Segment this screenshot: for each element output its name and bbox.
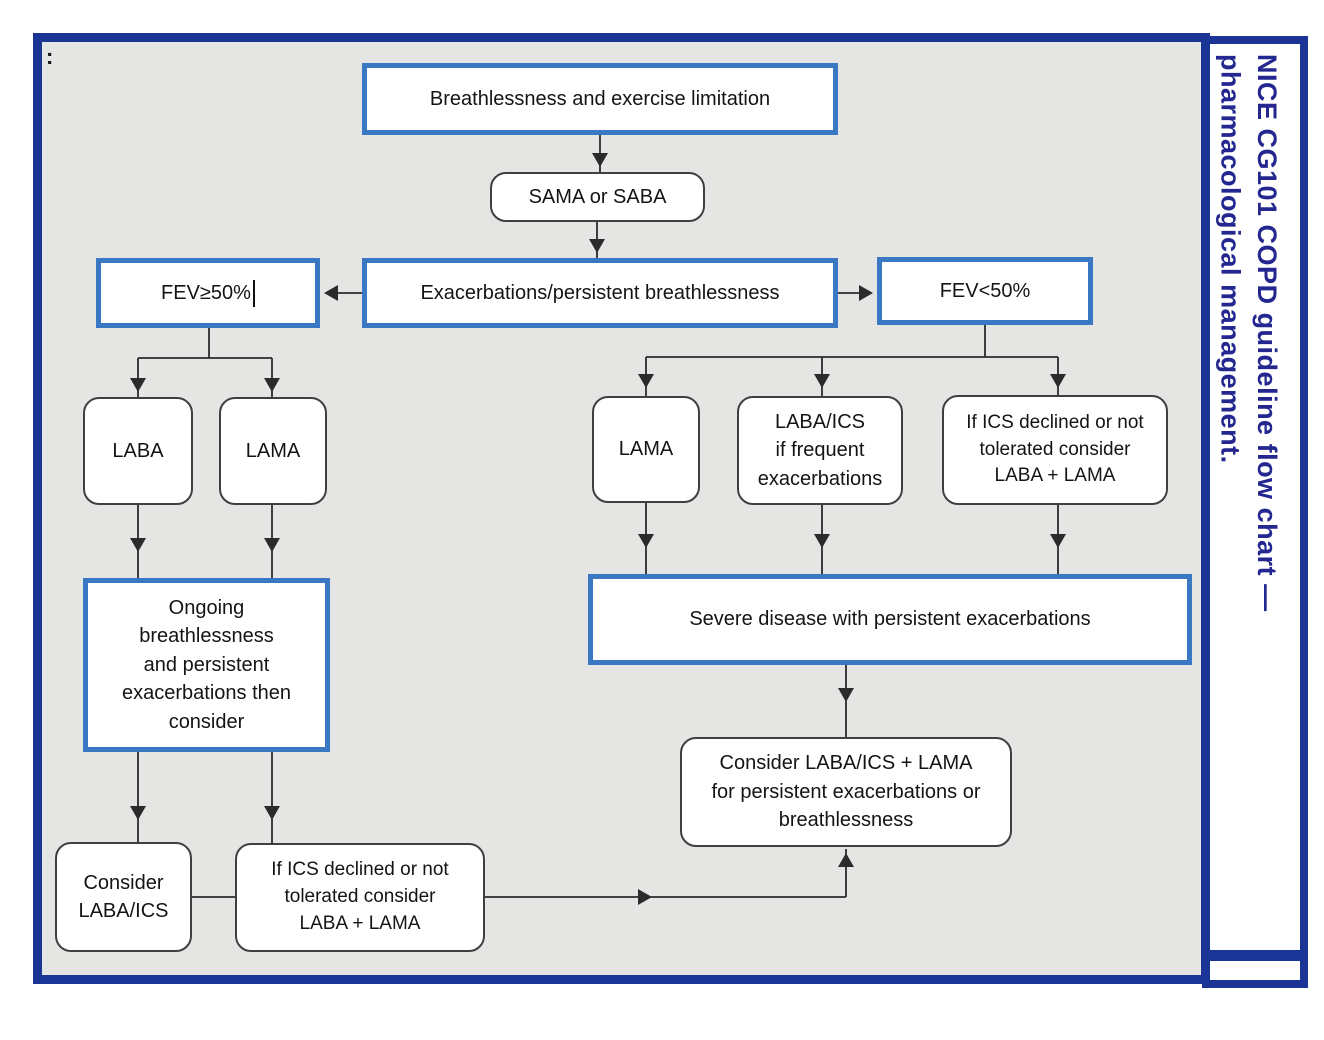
node-exacerbations: Exacerbations/persistent breathlessness — [362, 258, 838, 328]
node-ongoing: Ongoing breathlessness and persistent ex… — [83, 578, 330, 752]
chart-title-line2: pharmacological management. — [1215, 54, 1246, 464]
node-lama-left: LAMA — [219, 397, 327, 505]
node-sama-saba: SAMA or SABA — [490, 172, 705, 222]
node-label: LABA — [112, 439, 164, 462]
node-fev-ge-50[interactable]: FEV≥50% — [96, 258, 320, 328]
node-label: Consider LABA/ICS — [78, 871, 169, 922]
chart-title: NICE CG101 COPD guideline flow chart — p… — [1212, 54, 1285, 612]
node-label: Consider LABA/ICS + LAMA for persistent … — [711, 752, 981, 832]
node-laba-left: LABA — [83, 397, 193, 505]
text-cursor — [252, 279, 255, 307]
node-label: If ICS declined or not tolerated conside… — [966, 411, 1144, 487]
node-fev-lt-50: FEV<50% — [877, 257, 1093, 325]
node-label: Ongoing breathlessness and persistent ex… — [121, 597, 291, 733]
node-label: Exacerbations/persistent breathlessness — [420, 281, 780, 304]
node-if-ics-declined-right: If ICS declined or not tolerated conside… — [942, 395, 1168, 505]
node-consider-laba-ics: Consider LABA/ICS — [55, 842, 192, 952]
node-laba-ics-right: LABA/ICS if frequent exacerbations — [737, 396, 903, 505]
node-severe-disease: Severe disease with persistent exacerbat… — [588, 574, 1192, 665]
node-label: SAMA or SABA — [528, 185, 667, 208]
node-label: LAMA — [245, 439, 301, 462]
node-label: Breathlessness and exercise limitation — [429, 87, 771, 110]
node-breathlessness: Breathlessness and exercise limitation — [362, 63, 838, 135]
node-label: Severe disease with persistent exacerbat… — [689, 608, 1091, 631]
node-label: LABA/ICS if frequent exacerbations — [757, 410, 883, 490]
stray-colon-text: : — [46, 44, 54, 69]
node-label: FEV≥50% — [161, 281, 251, 304]
title-sidebar: NICE CG101 COPD guideline flow chart — p… — [1202, 36, 1308, 988]
sidebar-divider — [1210, 950, 1300, 961]
chart-title-line1: NICE CG101 COPD guideline flow chart — — [1251, 54, 1282, 612]
node-label: LAMA — [618, 438, 674, 461]
node-lama-right: LAMA — [592, 396, 700, 503]
node-if-ics-declined-left: If ICS declined or not tolerated conside… — [235, 843, 485, 952]
node-label: If ICS declined or not tolerated conside… — [271, 859, 449, 934]
node-label: FEV<50% — [939, 279, 1031, 302]
node-consider-laba-ics-lama: Consider LABA/ICS + LAMA for persistent … — [680, 737, 1012, 847]
